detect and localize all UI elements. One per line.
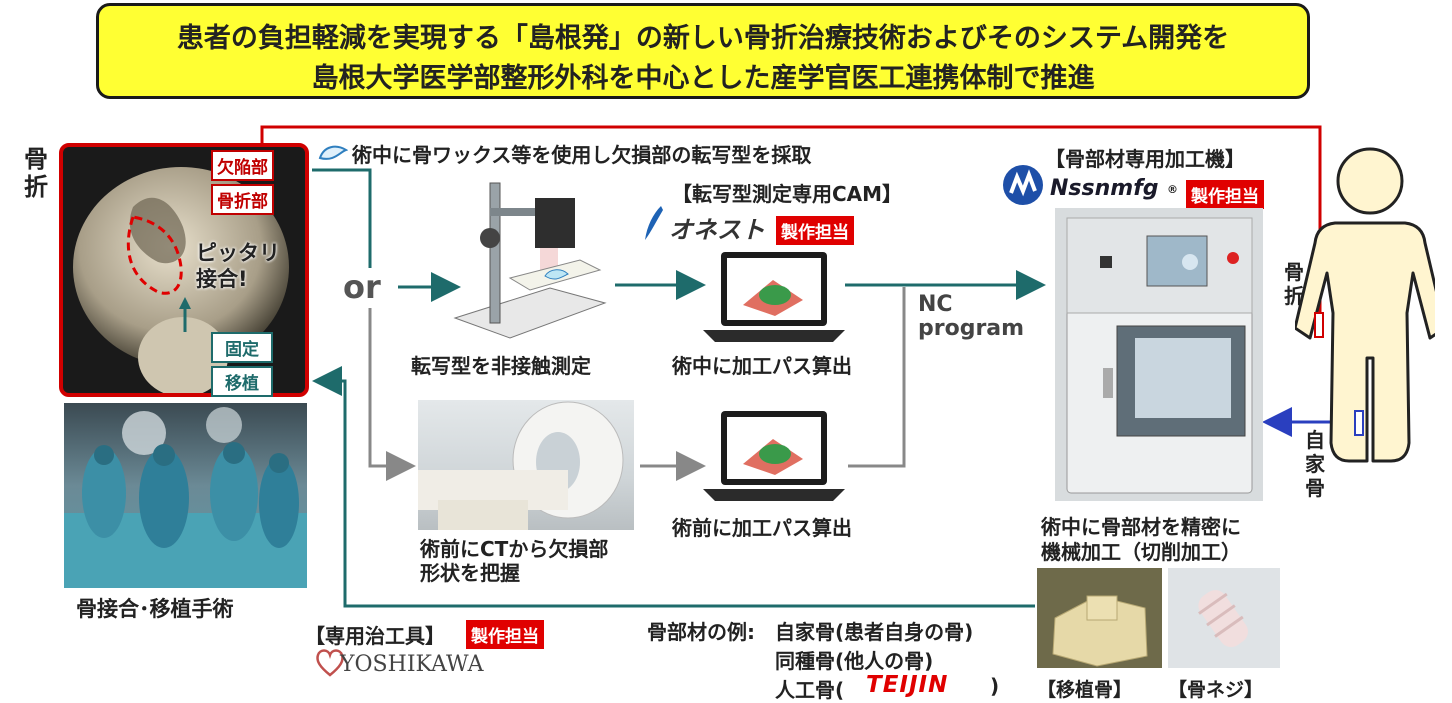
nssn-mark-icon: [1003, 165, 1043, 205]
bone-screw-photo: [1168, 568, 1280, 668]
defect-label: 欠陥部: [211, 150, 274, 181]
machining-center: [1066, 217, 1253, 494]
screw-caption: 【骨ネジ】: [1168, 679, 1264, 701]
wax-icon: [318, 145, 348, 160]
step-measure: 転写型を非接触測定: [411, 354, 591, 378]
machining-step-1: 術中に骨部材を精密に: [1041, 515, 1241, 539]
autograft-label: 自家骨: [1305, 428, 1325, 500]
onest-mark-icon: [645, 206, 663, 240]
or-label: or: [343, 268, 381, 306]
material-autograft: 自家骨(患者自身の骨): [775, 620, 974, 644]
fracture-label: 骨折部: [211, 184, 274, 215]
step-ct-1: 術前にCTから欠損部: [420, 537, 609, 561]
wax-path-line: [312, 168, 372, 268]
ct-path-line: [368, 308, 416, 481]
surgery-caption: 骨接合･移植手術: [76, 597, 234, 621]
yoshikawa-logo: YOSHIKAWA: [340, 652, 484, 677]
material-heading: 骨部材の例:: [647, 620, 755, 644]
machining-center-photo: [1055, 208, 1263, 501]
tools-heading: 【専用治工具】: [305, 624, 445, 648]
onest-logo: オネスト: [669, 216, 765, 244]
graft-bone: [1052, 595, 1148, 667]
machine-producer-tag: 製作担当: [1186, 180, 1264, 209]
step-wax: 術中に骨ワックス等を使用し欠損部の転写型を採取: [352, 143, 812, 167]
fit-text-1: ピッタリ: [196, 241, 280, 265]
fracture-side-label: 骨折: [24, 145, 48, 201]
material-artificial-close: ): [990, 674, 1000, 698]
step-path-pre: 術前に加工パス算出: [672, 516, 852, 540]
graft-bone-photo: [1037, 568, 1162, 668]
surgery-scene: [64, 407, 307, 588]
cam-producer-tag: 製作担当: [776, 216, 854, 245]
laptop-intra-icon: [703, 252, 845, 342]
step-ct-2: 形状を把握: [420, 561, 520, 585]
measurement-device: [453, 182, 607, 339]
material-artificial: 人工骨(: [775, 678, 845, 702]
return-to-transplant-line: [312, 366, 1035, 608]
cam-heading: 【転写型測定専用CAM】: [672, 182, 903, 206]
machine-heading: 【骨部材専用加工機】: [1045, 147, 1245, 171]
nssn-logo: Nssnmfg: [1050, 176, 1159, 201]
yoshikawa-heart-icon: [316, 649, 344, 677]
tools-producer-tag: 製作担当: [466, 620, 544, 649]
material-allograft: 同種骨(他人の骨): [775, 649, 934, 673]
bone-render: [73, 167, 289, 393]
title-banner: 患者の負担軽減を実現する「島根発」の新しい骨折治療技術およびそのシステム開発を …: [96, 3, 1310, 99]
red-feedback-line: [260, 125, 1322, 322]
patient-figure: [1295, 147, 1435, 463]
ct-scanner: [418, 401, 624, 530]
laptop-pre-icon: [703, 411, 845, 501]
fit-text-2: 接合!: [196, 267, 248, 291]
patient-fracture-label: 骨折: [1284, 260, 1304, 308]
transplant-label: 移植: [211, 366, 273, 397]
title-line-1: 患者の負担軽減を実現する「島根発」の新しい骨折治療技術およびそのシステム開発を: [176, 23, 1230, 54]
step-path-intra: 術中に加工パス算出: [672, 354, 852, 378]
machining-step-2: 機械加工（切削加工）: [1041, 540, 1241, 564]
pre-path-line: [848, 287, 906, 468]
bone-screw: [1198, 590, 1248, 648]
graft-caption: 【移植骨】: [1037, 679, 1133, 701]
fix-label: 固定: [211, 332, 273, 363]
ct-scanner-photo: [418, 400, 634, 530]
title-line-2: 島根大学医学部整形外科を中心とした産学官医工連携体制で推進: [311, 63, 1095, 94]
nssn-registered: ®: [1167, 183, 1178, 196]
teijin-logo: TEIJIN: [866, 672, 949, 698]
surgery-photo: [64, 403, 307, 588]
